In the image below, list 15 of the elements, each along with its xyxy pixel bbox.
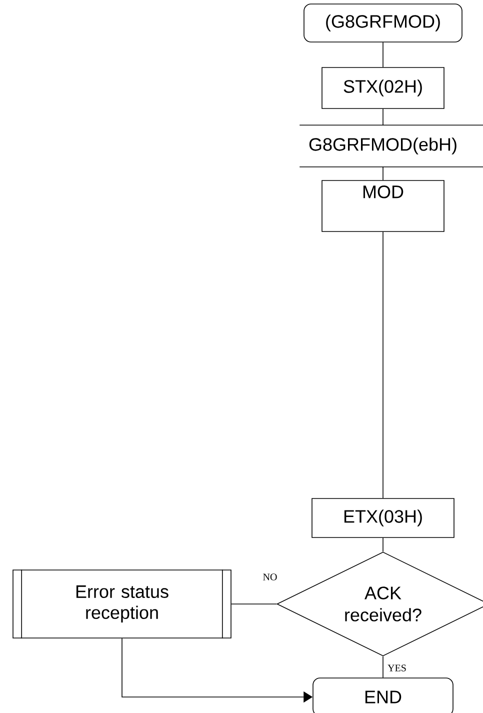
connector-line: [382, 232, 384, 498]
edge-label: NO: [263, 574, 277, 580]
connector-line: [382, 656, 384, 678]
process-box: ETX(03H): [312, 498, 454, 538]
connector-line: [382, 108, 384, 126]
connector-line: [382, 42, 384, 68]
connector-line: [382, 538, 384, 552]
edge-label: YES: [388, 664, 406, 672]
process-box: MOD: [322, 180, 444, 232]
terminal-box: (G8GRFMOD): [304, 4, 462, 42]
subroutine-box: Error status reception: [12, 569, 232, 639]
process-box: STX(02H): [322, 67, 444, 109]
process-band: G8GRFMOD(ebH): [299, 124, 483, 168]
terminal-box: END: [312, 678, 454, 713]
connector-line: [382, 166, 384, 180]
